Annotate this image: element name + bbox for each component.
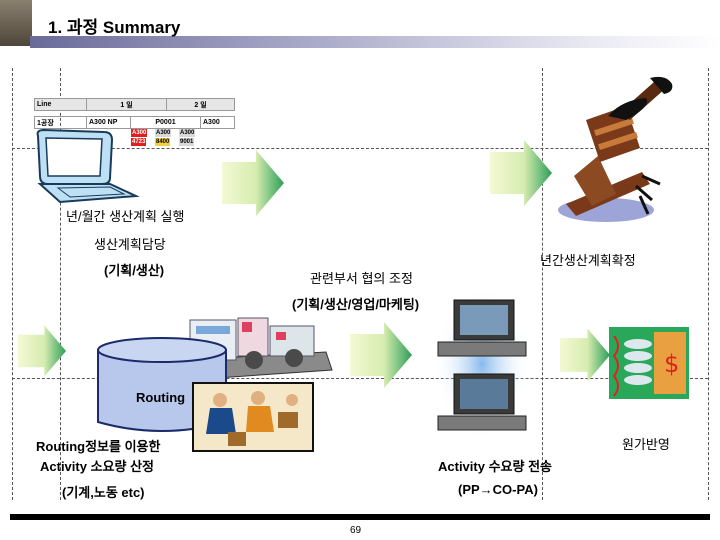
- grid-line-v1: [12, 68, 13, 500]
- schedule-table-row2: 1공장 A300 NP P0001 A300: [34, 116, 235, 129]
- title-underline: [30, 36, 720, 48]
- schedule-table: Line 1 일 2 일: [34, 98, 235, 111]
- title-bar: [0, 0, 720, 48]
- activity-calc-label: Activity 소요량 산정: [40, 459, 154, 474]
- cost-reflect-label: 원가반영: [622, 437, 670, 452]
- table-cell: A300: [200, 116, 235, 129]
- gavel-icon: [558, 76, 673, 222]
- routing-label: Routing: [136, 390, 186, 405]
- table-cell: A300 NP: [86, 116, 131, 129]
- grid-line-v4: [708, 68, 709, 500]
- grid-line-h2: [12, 378, 708, 379]
- table-cell: P0001: [130, 116, 201, 129]
- laptop-icon: [36, 128, 140, 204]
- chip: 4723: [131, 138, 147, 146]
- plan-exec-label: 년/월간 생산계획 실행: [66, 209, 185, 224]
- pp-copa-label: (PP→CO-PA): [458, 482, 538, 497]
- grid-line-v2: [60, 68, 61, 500]
- grid-line-h1: [12, 148, 708, 149]
- page-number: 69: [350, 525, 362, 536]
- chip: A300: [179, 129, 196, 137]
- activity-send-label: Activity 수요량 전송: [438, 459, 552, 474]
- cost-money-icon: $: [609, 327, 689, 399]
- chip: A300: [155, 129, 172, 137]
- routing-use-label: Routing정보를 이용한: [36, 439, 161, 454]
- coordination-label: 관련부서 협의 조정: [310, 271, 413, 286]
- table-cell: 1 일: [86, 98, 167, 111]
- chip: 9001: [179, 138, 195, 146]
- arrow-right-icon: [560, 328, 610, 382]
- page-title: 1. 과정 Summary: [48, 18, 181, 37]
- table-cell: 2 일: [166, 98, 235, 111]
- plan-owner-label: 생산계획담당: [94, 237, 166, 252]
- schedule-chips: A300 A300 A300 4723 8400 9001: [131, 129, 203, 153]
- plan-dept-label: (기획/생산): [104, 263, 165, 278]
- arrow-right-icon: [350, 322, 412, 388]
- computer-server-icon: [434, 292, 530, 442]
- arrow-right-icon: [222, 150, 284, 216]
- finalize-label: 년간생산계획확정: [540, 253, 636, 268]
- table-cell: Line: [34, 98, 87, 111]
- coord-depts-label: (기획/생산/영업/마케팅): [292, 297, 420, 312]
- chip: A300: [131, 129, 148, 137]
- arrow-right-icon: [490, 140, 552, 206]
- arrow-right-icon: [18, 325, 66, 377]
- grid-line-v3: [542, 68, 543, 500]
- activity-types-label: (기계,노동 etc): [62, 485, 145, 500]
- workers-picture-icon: [192, 382, 314, 452]
- svg-text:$: $: [664, 350, 679, 378]
- footer-bar: [10, 514, 710, 520]
- statue-logo-icon: [0, 0, 32, 46]
- chip: 8400: [155, 138, 171, 146]
